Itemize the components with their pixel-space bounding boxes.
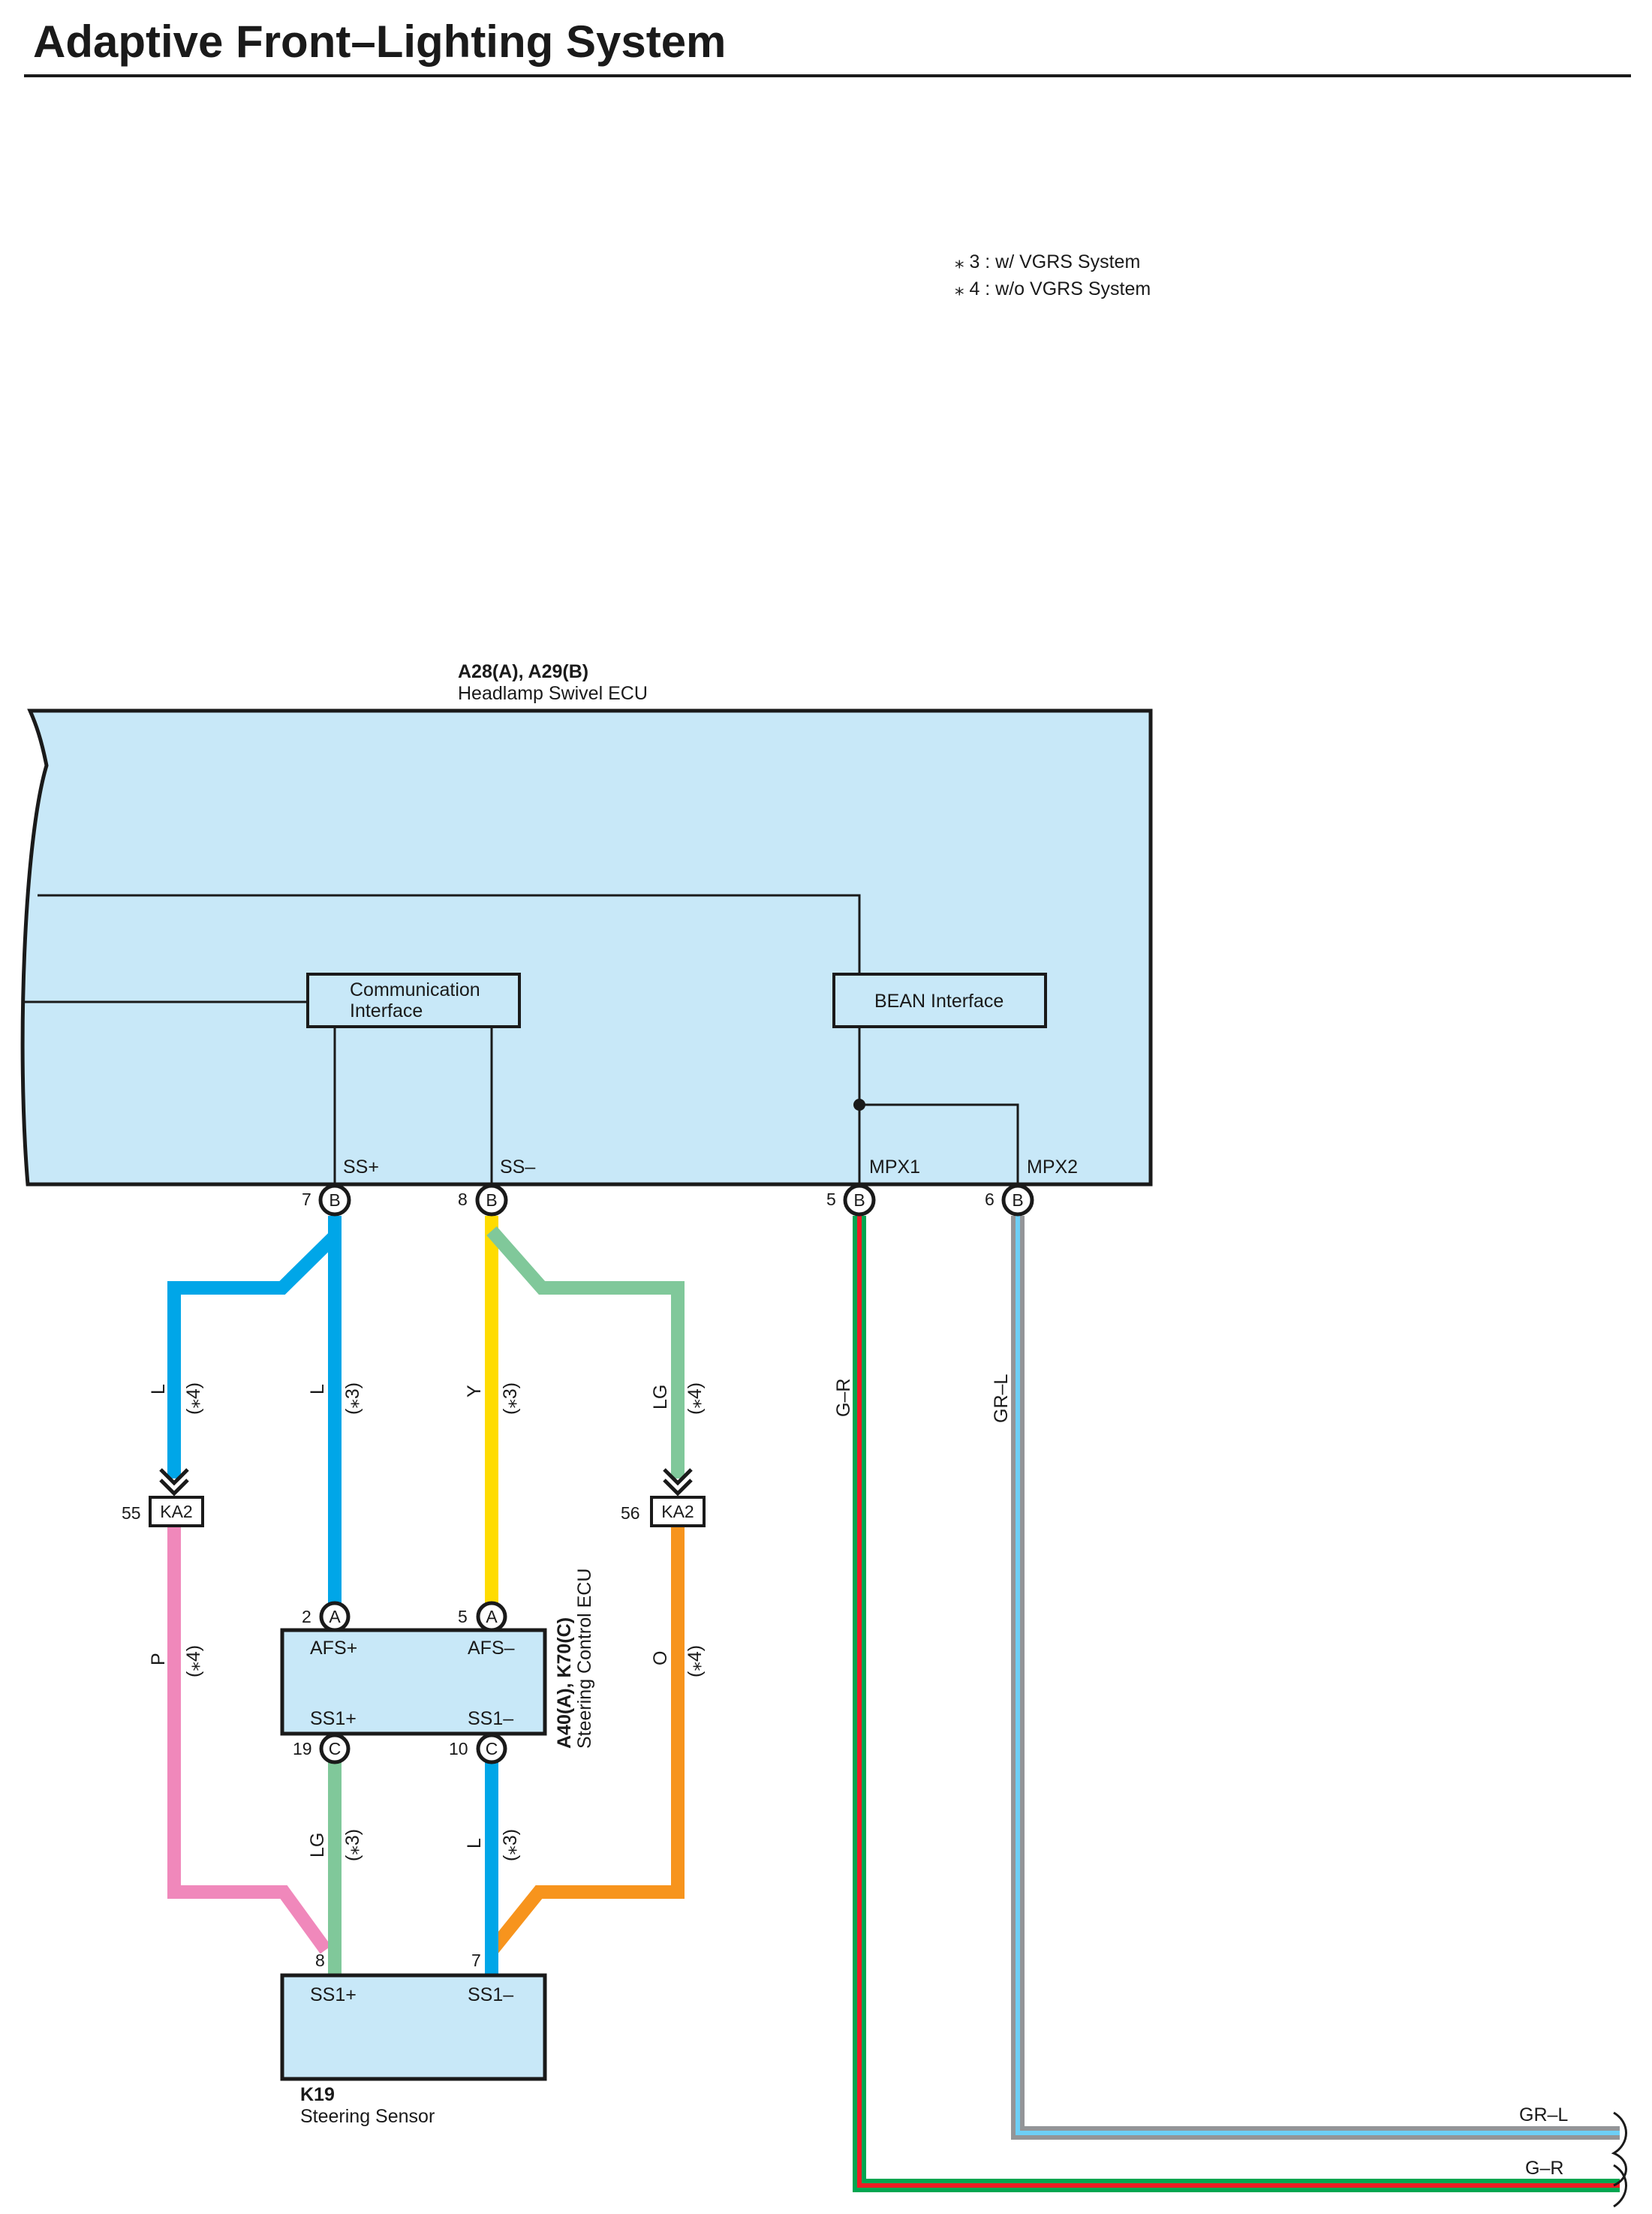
ka2-55-chevron-icon bbox=[159, 1468, 189, 1497]
label-l-3: L bbox=[307, 1384, 328, 1394]
sensor-code: K19 bbox=[300, 2084, 335, 2105]
label-n4-b: (⁎4) bbox=[685, 1382, 706, 1415]
svg-text:C: C bbox=[486, 1739, 498, 1758]
bean-label: BEAN Interface bbox=[874, 991, 1004, 1012]
comm-label-2: Interface bbox=[350, 1000, 423, 1021]
ka2-55-pin: 55 bbox=[122, 1503, 141, 1523]
svg-text:A: A bbox=[486, 1607, 498, 1626]
ecu-pin-8-number: 8 bbox=[458, 1190, 468, 1209]
label-lg-3: LG bbox=[307, 1833, 328, 1858]
label-y-3: Y bbox=[464, 1385, 485, 1397]
sensor-name: Steering Sensor bbox=[300, 2106, 435, 2127]
label-n4-c: (⁎4) bbox=[183, 1645, 204, 1677]
ecu-pin-6-number: 6 bbox=[985, 1190, 995, 1209]
steer-pin-10-number: 10 bbox=[449, 1739, 468, 1758]
label-lg-4: LG bbox=[650, 1385, 671, 1409]
ka2-55-code: KA2 bbox=[160, 1502, 192, 1521]
ka2-connector-55 bbox=[149, 1496, 204, 1527]
label-l-4: L bbox=[148, 1384, 169, 1394]
steer-ecu-code: A40(A), K70(C) bbox=[554, 1617, 575, 1749]
ecu-name: Headlamp Swivel ECU bbox=[458, 683, 648, 704]
term-mpx2: MPX2 bbox=[1027, 1157, 1078, 1178]
ecu-pin-7-number: 7 bbox=[302, 1190, 311, 1209]
steer-ecu-name: Steering Control ECU bbox=[574, 1569, 595, 1749]
ecu-pin-6: B bbox=[1001, 1184, 1034, 1217]
note-no-vgrs: ⁎ 4 : w/o VGRS System bbox=[955, 278, 1151, 299]
wire-o-4 bbox=[486, 1526, 685, 1954]
wire-p-4 bbox=[167, 1526, 332, 1954]
ecu-code: A28(A), A29(B) bbox=[458, 661, 588, 682]
ecu-pin-8: B bbox=[475, 1184, 508, 1217]
steer-term-ss1-plus: SS1+ bbox=[310, 1708, 357, 1729]
steer-term-afs-plus: AFS+ bbox=[310, 1638, 357, 1659]
ecu-pin-7: B bbox=[318, 1184, 351, 1217]
mpx2-internal bbox=[859, 1103, 1019, 1184]
steering-control-ecu bbox=[280, 1628, 547, 1736]
wire-g-r-outer bbox=[853, 1216, 1620, 2192]
comm-label-1: Communication bbox=[350, 979, 480, 1000]
svg-text:B: B bbox=[486, 1190, 497, 1210]
steer-pin-19: C bbox=[319, 1733, 351, 1764]
sensor-term-ss1-plus: SS1+ bbox=[310, 1984, 357, 2005]
sensor-pin-8: 8 bbox=[315, 1951, 325, 1970]
svg-text:B: B bbox=[1012, 1190, 1023, 1210]
sensor-term-ss1-minus: SS1– bbox=[468, 1984, 513, 2005]
communication-interface bbox=[306, 973, 521, 1028]
steer-pin-5: A bbox=[476, 1601, 507, 1632]
internal-line-upper bbox=[38, 894, 861, 974]
svg-text:A: A bbox=[329, 1607, 341, 1626]
label-o-4: O bbox=[650, 1651, 671, 1665]
break-mark-g-r bbox=[1613, 2164, 1627, 2208]
svg-text:B: B bbox=[853, 1190, 865, 1210]
sensor-pin-7: 7 bbox=[471, 1951, 481, 1970]
label-n4-d: (⁎4) bbox=[685, 1645, 706, 1677]
wire-gr-l-core bbox=[1016, 1216, 1620, 2135]
steer-term-ss1-minus: SS1– bbox=[468, 1708, 513, 1729]
label-n3-a: (⁎3) bbox=[342, 1382, 363, 1415]
steer-pin-2-number: 2 bbox=[302, 1607, 311, 1626]
term-ss-minus: SS– bbox=[500, 1157, 535, 1178]
steer-pin-2: A bbox=[319, 1601, 351, 1632]
steer-pin-5-number: 5 bbox=[458, 1607, 468, 1626]
junction-dot bbox=[853, 1099, 865, 1111]
label-p-4: P bbox=[148, 1653, 169, 1665]
wire-lg-4 bbox=[486, 1226, 685, 1479]
wire-g-r-core bbox=[857, 1216, 1620, 2188]
ka2-56-chevron-icon bbox=[663, 1468, 693, 1497]
label-n3-c: (⁎3) bbox=[342, 1829, 363, 1861]
label-g-r-vertical: G–R bbox=[833, 1379, 854, 1417]
term-mpx1: MPX1 bbox=[869, 1157, 920, 1178]
label-l-3-lower: L bbox=[464, 1838, 485, 1849]
headlamp-swivel-ecu bbox=[20, 708, 1153, 1187]
steer-pin-19-number: 19 bbox=[293, 1739, 312, 1758]
wire-gr-l-outer bbox=[1011, 1216, 1620, 2140]
label-n3-b: (⁎3) bbox=[500, 1382, 521, 1415]
term-ss-plus: SS+ bbox=[343, 1157, 379, 1178]
wire-l-4 bbox=[167, 1216, 342, 1479]
page-title: Adaptive Front–Lighting System bbox=[33, 17, 726, 67]
ka2-56-code: KA2 bbox=[661, 1502, 694, 1521]
label-gr-l-vertical: GR–L bbox=[991, 1374, 1012, 1423]
note-vgrs: ⁎ 3 : w/ VGRS System bbox=[955, 251, 1140, 272]
steer-term-afs-minus: AFS– bbox=[468, 1638, 515, 1659]
label-gr-l-end: GR–L bbox=[1519, 2104, 1568, 2125]
steer-pin-10: C bbox=[476, 1733, 507, 1764]
svg-text:C: C bbox=[329, 1739, 342, 1758]
label-g-r-end: G–R bbox=[1525, 2158, 1563, 2179]
ka2-connector-56 bbox=[650, 1496, 706, 1527]
label-n3-d: (⁎3) bbox=[500, 1829, 521, 1861]
svg-text:B: B bbox=[329, 1190, 340, 1210]
steering-sensor bbox=[280, 1973, 547, 2081]
ecu-pin-5: B bbox=[843, 1184, 876, 1217]
bean-interface bbox=[832, 973, 1047, 1028]
ecu-pin-5-number: 5 bbox=[826, 1190, 836, 1209]
label-n4-a: (⁎4) bbox=[183, 1382, 204, 1415]
ka2-56-pin: 56 bbox=[621, 1503, 640, 1523]
